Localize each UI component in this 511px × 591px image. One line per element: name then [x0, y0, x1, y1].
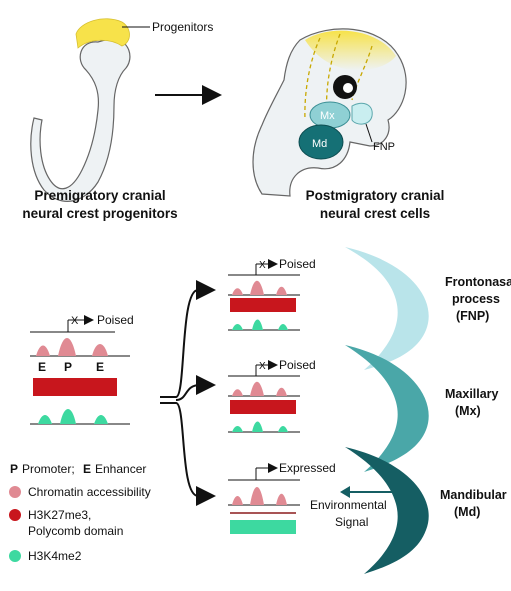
legend-promoter-text: Promoter; — [22, 462, 75, 476]
fnp-locus: X Poised — [228, 257, 316, 331]
legend-swatch-h3k4me2 — [9, 550, 21, 562]
branch-arrow-md — [175, 402, 216, 506]
md-crescent — [345, 447, 429, 574]
left-h3k4-e2 — [94, 415, 108, 424]
left-locus: X Poised E P E — [30, 313, 134, 425]
postmigratory-title-line1: Postmigratory cranial — [306, 188, 445, 203]
left-letter-e2: E — [96, 360, 104, 374]
mx-locus: X Poised — [228, 358, 316, 433]
legend-swatch-accessibility — [9, 486, 21, 498]
migration-path-2 — [325, 33, 341, 117]
frontonasal-region — [351, 102, 373, 125]
legend-promoter-key: P — [10, 462, 18, 476]
fnp-region-line2: process — [452, 292, 500, 306]
left-letter-e1: E — [38, 360, 46, 374]
fnp-label: FNP — [373, 141, 395, 153]
mx-label: Mx — [320, 110, 335, 122]
environmental-signal-arrowhead — [340, 486, 350, 498]
branch-arrows — [160, 280, 216, 506]
fnp-leader-line — [365, 123, 373, 143]
mx-repressive-bar — [230, 400, 296, 414]
legend-h3k4me2-label: H3K4me2 — [28, 549, 82, 563]
legend-swatch-h3k27me3 — [9, 509, 21, 521]
branch-arrow-mx — [175, 375, 216, 401]
mx-state-label: Poised — [279, 358, 316, 372]
premigratory-title-line2: neural crest progenitors — [22, 206, 177, 221]
fnp-crescent — [345, 247, 429, 370]
left-x-mark: X — [71, 315, 79, 327]
legend-h3k27me3-label-line2: Polycomb domain — [28, 524, 123, 538]
environmental-signal-line1: Environmental — [310, 498, 387, 512]
left-h3k4-p — [60, 409, 76, 424]
eye-highlight — [343, 83, 353, 93]
left-letter-p: P — [64, 360, 72, 374]
legend-h3k27me3-label-line1: H3K27me3, — [28, 508, 91, 522]
migration-path-3 — [351, 45, 373, 101]
fnp-state-label: Poised — [279, 257, 316, 271]
migration-path-1 — [304, 37, 321, 121]
mx-region-line2: (Mx) — [455, 404, 481, 418]
postmigratory-title-line2: neural crest cells — [320, 206, 430, 221]
mandibular-region — [298, 124, 344, 160]
md-label: Md — [312, 138, 327, 150]
environmental-signal-line2: Signal — [335, 515, 368, 529]
md-locus: Expressed — [228, 461, 336, 534]
legend-enhancer-key: E — [83, 462, 91, 476]
progenitor-region — [75, 18, 130, 49]
left-peak-e1 — [36, 345, 50, 356]
legend-enhancer-text: Enhancer — [95, 462, 146, 476]
left-poised-label: Poised — [97, 313, 134, 327]
left-repressive-bar — [33, 378, 117, 396]
legend: P Promoter; E Enhancer Chromatin accessi… — [9, 462, 151, 563]
md-region-line1: Mandibular — [440, 488, 507, 502]
left-peak-p — [58, 338, 76, 356]
legend-accessibility-label: Chromatin accessibility — [28, 485, 151, 499]
md-state-label: Expressed — [279, 461, 336, 475]
fnp-x-mark: X — [259, 260, 266, 271]
md-region-line2: (Md) — [454, 505, 480, 519]
left-h3k4-e1 — [38, 415, 52, 424]
mx-x-mark: X — [259, 361, 266, 372]
mx-crescent — [345, 345, 429, 472]
branch-arrow-fnp — [175, 280, 216, 398]
premigratory-title-line1: Premigratory cranial — [34, 188, 165, 203]
fnp-repressive-bar — [230, 298, 296, 312]
md-active-bar — [230, 520, 296, 534]
premigratory-embryo: Progenitors — [30, 18, 213, 202]
postmigratory-embryo: Mx Md FNP — [252, 28, 407, 197]
mx-region-line1: Maxillary — [445, 387, 499, 401]
left-peak-e2 — [92, 344, 108, 356]
fnp-region-line1: Frontonasal — [445, 275, 511, 289]
fnp-region-line3: (FNP) — [456, 309, 489, 323]
embryo-body — [30, 37, 131, 202]
migrating-crest-region — [305, 30, 396, 71]
progenitors-label: Progenitors — [152, 20, 213, 34]
